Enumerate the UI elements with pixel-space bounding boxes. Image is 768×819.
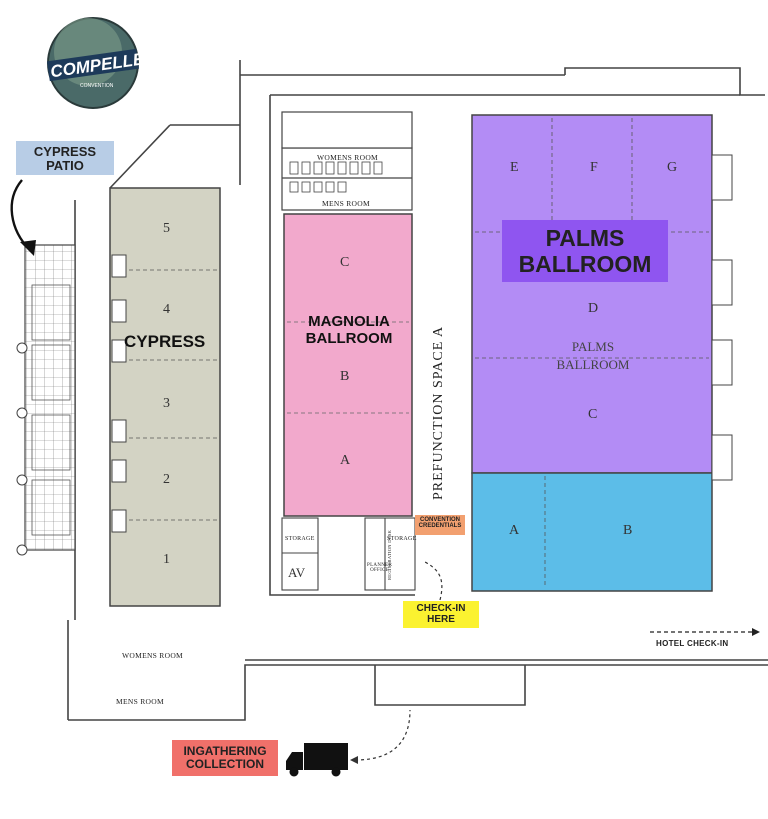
cypress-section-1: 1 [163, 552, 170, 567]
cypress-patio-label: CYPRESS PATIO [16, 141, 114, 175]
service-rooms [281, 517, 416, 591]
convention-credentials-label: CONVENTION CREDENTIALS [415, 515, 465, 535]
cypress-section-5: 5 [163, 221, 170, 236]
storage-right-label: STORAGE [387, 536, 417, 542]
check-in-label: CHECK-IN HERE [403, 601, 479, 628]
palms-section-g: G [667, 160, 678, 175]
magnolia-section-b: B [340, 369, 350, 384]
palms-section-c: C [588, 407, 598, 422]
mens-room-bottom-label: MENS ROOM [116, 697, 164, 706]
cypress-section-2: 2 [163, 472, 170, 487]
building-walls [67, 60, 768, 721]
palms-title: PALMS BALLROOM [502, 220, 668, 282]
storage-left-label: STORAGE [285, 536, 315, 542]
palms-plan-label: PALMS BALLROOM [556, 339, 630, 372]
cypress-room [109, 187, 221, 607]
palms-room [471, 114, 733, 592]
restrooms-top [281, 111, 413, 211]
prefunction-space-label: PREFUNCTION SPACE A [431, 325, 446, 500]
palms-section-d: D [588, 301, 599, 316]
palms-section-e: E [510, 160, 519, 175]
logo-subtext: CONVENTION [80, 83, 114, 89]
magnolia-section-a: A [340, 453, 351, 468]
palms-section-a: A [509, 523, 520, 538]
womens-room-top-label: WOMENS ROOM [317, 153, 379, 162]
registration-desk-label: REGISTRATION DESK [387, 529, 392, 580]
cypress-title: CYPRESS [124, 332, 206, 351]
ingathering-collection-label: INGATHERING COLLECTION [172, 740, 278, 776]
cypress-section-4: 4 [163, 302, 170, 317]
palms-section-f: F [590, 160, 598, 175]
av-room-label: AV [288, 565, 306, 580]
cypress-patio [16, 244, 76, 556]
hotel-check-in-label: HOTEL CHECK-IN [656, 639, 729, 648]
womens-room-bottom-label: WOMENS ROOM [122, 651, 184, 660]
mens-room-top-label: MENS ROOM [322, 199, 370, 208]
patio-arrow-icon [10, 179, 31, 251]
cypress-section-3: 3 [163, 396, 170, 411]
planner-office-label: PLANNER OFFICE [367, 563, 393, 573]
palms-section-b: B [623, 523, 633, 538]
truck-icon [286, 743, 348, 777]
magnolia-section-c: C [340, 255, 350, 270]
magnolia-title: MAGNOLIA BALLROOM [305, 313, 393, 348]
magnolia-room [283, 213, 413, 517]
logo-globe-icon [47, 17, 139, 109]
